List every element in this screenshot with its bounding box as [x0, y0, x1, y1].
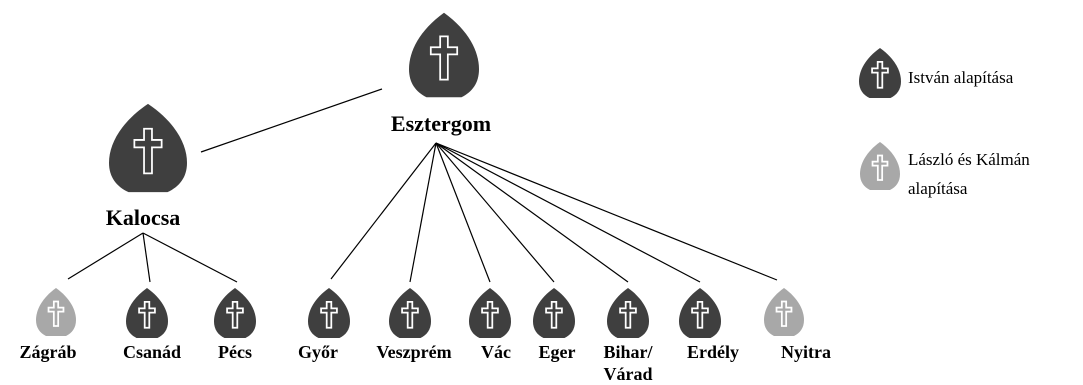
node-label-pecs: Pécs	[218, 342, 252, 362]
mitre-shape	[109, 103, 187, 193]
connector-lines	[67, 88, 778, 283]
mitre-cross-icon	[126, 288, 168, 338]
node-label-vac: Vác	[481, 342, 511, 362]
mitre-shape	[409, 12, 479, 98]
edge-kalocsa-csanad	[142, 232, 151, 283]
mitre-shape	[126, 288, 168, 338]
edge-esztergom-eger	[435, 142, 555, 283]
node-label-gyor: Győr	[298, 342, 338, 362]
edge-esztergom-bihar	[435, 142, 629, 283]
mitre-shape	[607, 288, 649, 338]
mitre-shape	[469, 288, 511, 338]
cross-icon	[320, 300, 338, 329]
edge-esztergom-kalocsa	[200, 88, 383, 153]
cross-icon	[871, 154, 889, 181]
mitre-cross-icon	[109, 103, 187, 193]
node-label-eger: Eger	[539, 342, 576, 362]
node-pecs: Pécs	[214, 288, 256, 362]
cross-icon	[775, 300, 793, 327]
node-label-veszprem: Veszprém	[376, 342, 451, 362]
mitre-cross-icon	[607, 288, 649, 338]
cross-icon	[691, 300, 709, 329]
mitre-cross-icon	[214, 288, 256, 338]
node-label-csanad: Csanád	[123, 342, 181, 362]
node-veszprem: Veszprém	[376, 288, 452, 362]
legend-item-istvan: István alapítása	[859, 48, 1014, 98]
mitre-shape	[859, 48, 901, 98]
cross-icon	[133, 127, 163, 175]
mitre-shape	[860, 142, 900, 190]
mitre-cross-icon	[469, 288, 511, 338]
legend-label-laszlo-kalman-1: László és Kálmán	[908, 150, 1030, 169]
cross-icon	[619, 300, 637, 329]
edge-esztergom-nyitra	[435, 142, 778, 281]
edge-esztergom-erdely	[435, 142, 701, 283]
cross-icon	[226, 300, 244, 329]
cross-icon	[481, 300, 499, 329]
mitre-shape	[764, 288, 804, 336]
node-eger: Eger	[533, 288, 576, 362]
mitre-cross-icon	[533, 288, 575, 338]
node-label-zagrab: Zágráb	[19, 342, 76, 362]
mitre-cross-icon	[679, 288, 721, 338]
cross-icon	[47, 300, 65, 327]
node-bihar: Bihar/ Várad	[603, 288, 653, 384]
cross-icon	[138, 300, 156, 329]
edge-esztergom-vac	[435, 142, 491, 283]
edge-esztergom-veszprem	[409, 142, 437, 283]
node-csanad: Csanád	[123, 288, 181, 362]
node-label-bihar: Bihar/	[603, 342, 653, 362]
node-esztergom: Esztergom	[391, 12, 491, 136]
mitre-shape	[679, 288, 721, 338]
mitre-shape	[36, 288, 76, 336]
mitre-cross-icon	[860, 142, 900, 190]
cross-icon	[545, 300, 563, 329]
node-label-varad: Várad	[604, 364, 653, 384]
node-label-nyitra: Nyitra	[781, 342, 831, 362]
mitre-cross-icon	[764, 288, 804, 336]
legend: István alapítása László és Kálmán alapít…	[859, 48, 1030, 198]
cross-icon	[429, 35, 459, 81]
edge-kalocsa-zagrab	[67, 232, 144, 280]
node-label-kalocsa: Kalocsa	[106, 205, 181, 230]
edge-esztergom-gyor	[330, 142, 437, 280]
legend-label-laszlo-kalman-2: alapítása	[908, 179, 968, 198]
mitre-cross-icon	[389, 288, 431, 338]
mitre-shape	[389, 288, 431, 338]
edge-kalocsa-pecs	[142, 232, 238, 283]
node-kalocsa: Kalocsa	[106, 103, 187, 230]
cross-icon	[871, 60, 889, 89]
mitre-cross-icon	[36, 288, 76, 336]
node-erdely: Erdély	[679, 288, 739, 362]
mitre-shape	[214, 288, 256, 338]
mitre-shape	[533, 288, 575, 338]
mitre-cross-icon	[859, 48, 901, 98]
node-gyor: Győr	[298, 288, 350, 362]
node-label-erdely: Erdély	[687, 342, 739, 362]
node-vac: Vác	[469, 288, 511, 362]
cross-icon	[401, 300, 419, 329]
node-nyitra: Nyitra	[764, 288, 831, 362]
mitre-cross-icon	[409, 12, 479, 98]
mitre-shape	[308, 288, 350, 338]
mitre-cross-icon	[308, 288, 350, 338]
node-zagrab: Zágráb	[19, 288, 77, 362]
legend-label-istvan: István alapítása	[908, 68, 1014, 87]
node-label-esztergom: Esztergom	[391, 111, 491, 136]
legend-item-laszlo-kalman: László és Kálmán alapítása	[860, 142, 1030, 198]
